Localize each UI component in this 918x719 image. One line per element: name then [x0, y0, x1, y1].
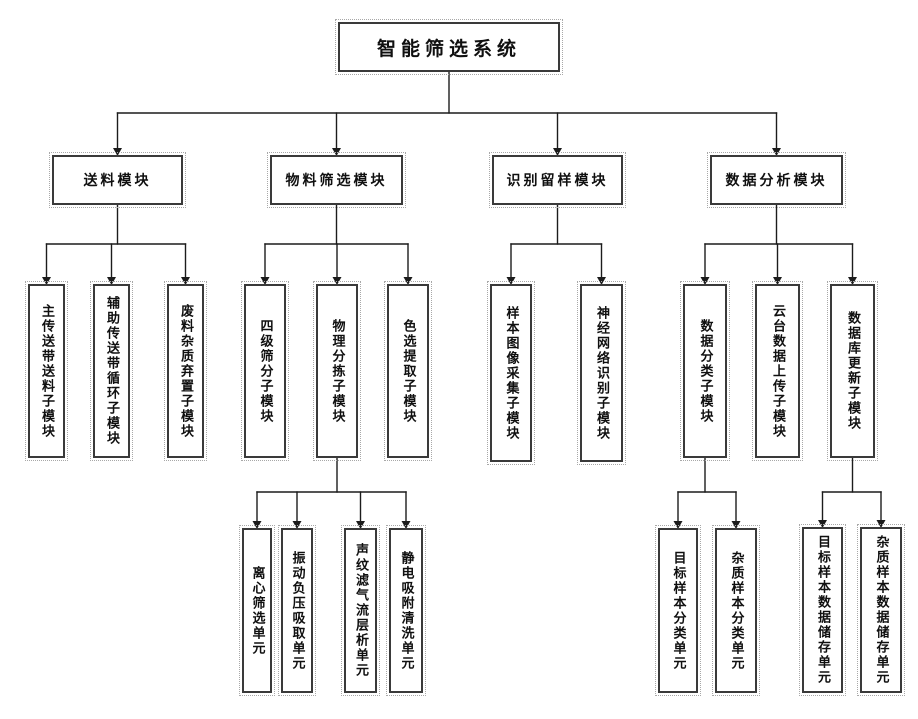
arrowhead-icon — [506, 277, 516, 285]
submodule-physical-sorting-label: 物理分拣子模块 — [329, 318, 345, 424]
module-material-screening: 物料筛选模块 — [267, 152, 406, 208]
arrowhead-icon — [107, 277, 116, 285]
arrowhead-icon — [597, 277, 606, 285]
module-data-analysis: 数据分析模块 — [707, 152, 846, 208]
module-recognition-sample-retention: 识别留样模块 — [489, 152, 626, 208]
unit-electrostatic-adsorption-cleaning-label: 静电吸附清洗单元 — [398, 550, 414, 671]
submodule-main-conveyor-feeding-label: 主传送带送料子模块 — [39, 303, 54, 439]
unit-acoustic-filtered-airflow-chromatography: 声纹滤气流层析单元 — [341, 525, 380, 696]
submodule-aux-conveyor-circulation-label: 辅助传送带循环子模块 — [104, 296, 119, 446]
unit-target-sample-data-storage: 目标样本数据储存单元 — [799, 524, 846, 696]
module-feeding: 送料模块 — [49, 152, 186, 208]
root-intelligent-screening-system: 智能筛选系统 — [335, 19, 563, 75]
module-feeding-label: 送料模块 — [83, 173, 152, 189]
submodule-waste-impurity-disposal: 废料杂质弃置子模块 — [164, 281, 207, 461]
submodule-aux-conveyor-circulation: 辅助传送带循环子模块 — [90, 281, 133, 461]
root-intelligent-screening-system-label: 智能筛选系统 — [376, 37, 521, 60]
arrowhead-icon — [401, 521, 411, 529]
submodule-main-conveyor-feeding: 主传送带送料子模块 — [25, 281, 68, 461]
submodule-four-stage-sieving-label: 四级筛分子模块 — [257, 318, 273, 424]
unit-centrifugal-screening-label: 离心筛选单元 — [249, 565, 265, 656]
arrowhead-icon — [332, 148, 341, 156]
unit-impurity-sample-data-storage-label: 杂质样本数据储存单元 — [873, 535, 889, 685]
arrowhead-icon — [818, 520, 827, 528]
submodule-waste-impurity-disposal-label: 废料杂质弃置子模块 — [178, 303, 193, 439]
arrowhead-icon — [356, 521, 365, 529]
submodule-cloud-data-upload: 云台数据上传子模块 — [752, 281, 803, 461]
unit-target-sample-classification: 目标样本分类单元 — [655, 525, 701, 696]
arrowhead-icon — [332, 277, 342, 285]
arrowhead-icon — [700, 277, 710, 285]
submodule-sample-image-capture: 样本图像采集子模块 — [487, 281, 535, 465]
module-material-screening-label: 物料筛选模块 — [285, 173, 388, 189]
unit-target-sample-classification-label: 目标样本分类单元 — [670, 550, 686, 671]
unit-impurity-sample-classification-label: 杂质样本分类单元 — [728, 550, 744, 671]
module-data-analysis-label: 数据分析模块 — [725, 173, 828, 189]
submodule-physical-sorting: 物理分拣子模块 — [313, 281, 361, 461]
arrowhead-icon — [292, 521, 302, 529]
arrowhead-icon — [181, 277, 190, 285]
submodule-neural-network-recognition-label: 神经网络识别子模块 — [594, 305, 609, 441]
submodule-color-sorting-extraction-label: 色选提取子模块 — [400, 318, 416, 424]
module-recognition-sample-retention-label: 识别留样模块 — [506, 173, 609, 189]
arrowhead-icon — [876, 520, 886, 528]
unit-vibration-negative-pressure-suction: 振动负压吸取单元 — [278, 525, 316, 696]
submodule-data-classification: 数据分类子模块 — [680, 281, 730, 461]
arrowhead-icon — [772, 148, 781, 156]
unit-impurity-sample-classification: 杂质样本分类单元 — [712, 525, 760, 696]
submodule-neural-network-recognition: 神经网络识别子模块 — [577, 281, 626, 465]
submodule-database-update-label: 数据库更新子模块 — [845, 311, 860, 431]
arrowhead-icon — [731, 521, 741, 529]
arrowhead-icon — [773, 277, 782, 285]
unit-centrifugal-screening: 离心筛选单元 — [239, 525, 275, 696]
submodule-data-classification-label: 数据分类子模块 — [697, 318, 713, 424]
submodule-sample-image-capture-label: 样本图像采集子模块 — [503, 305, 519, 441]
arrowhead-icon — [553, 148, 562, 156]
arrowhead-icon — [260, 277, 270, 285]
submodule-database-update: 数据库更新子模块 — [827, 281, 878, 461]
unit-impurity-sample-data-storage: 杂质样本数据储存单元 — [857, 524, 905, 696]
arrowhead-icon — [113, 148, 122, 156]
unit-target-sample-data-storage-label: 目标样本数据储存单元 — [815, 535, 830, 685]
arrowhead-icon — [673, 521, 683, 529]
unit-acoustic-filtered-airflow-chromatography-label: 声纹滤气流层析单元 — [353, 543, 368, 678]
submodule-four-stage-sieving: 四级筛分子模块 — [241, 281, 289, 461]
arrowhead-icon — [403, 277, 413, 285]
arrowhead-icon — [252, 521, 262, 529]
submodule-color-sorting-extraction: 色选提取子模块 — [384, 281, 432, 461]
arrowhead-icon — [42, 277, 51, 285]
arrowhead-icon — [848, 277, 857, 285]
unit-vibration-negative-pressure-suction-label: 振动负压吸取单元 — [289, 550, 305, 671]
unit-electrostatic-adsorption-cleaning: 静电吸附清洗单元 — [386, 525, 426, 696]
submodule-cloud-data-upload-label: 云台数据上传子模块 — [770, 303, 785, 439]
